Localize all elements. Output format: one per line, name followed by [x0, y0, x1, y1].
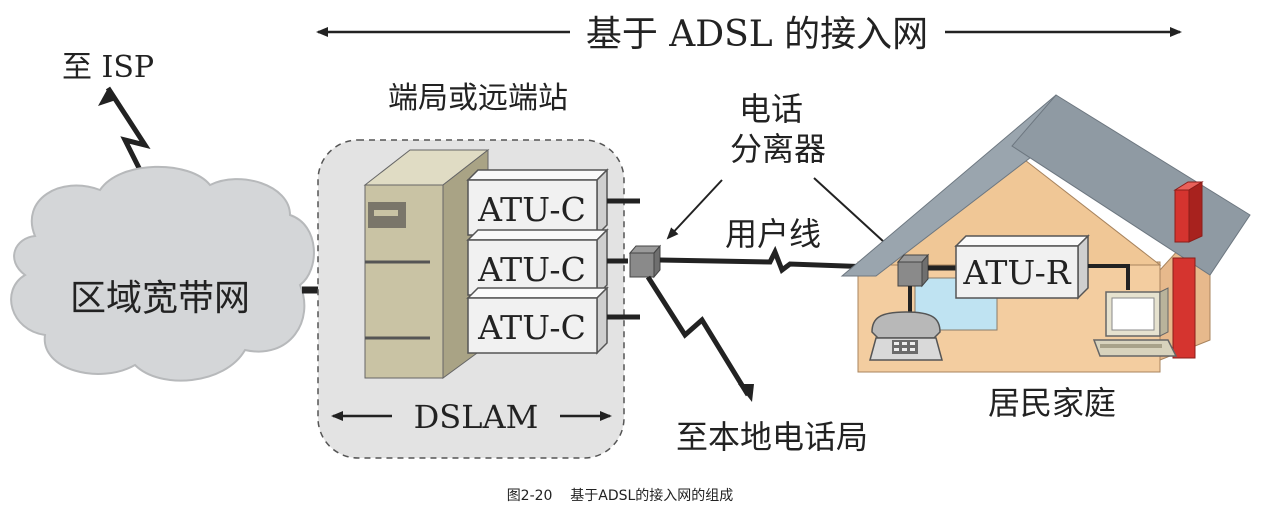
atu-r-label: ATU-R — [962, 253, 1071, 292]
figure-caption: 图2-20 基于ADSL的接入网的组成 — [507, 487, 734, 504]
local-exchange-lightning-link — [645, 275, 751, 397]
dslam-label: DSLAM — [414, 398, 539, 436]
atu-c-box-1 — [466, 168, 609, 237]
subscriber-line — [659, 245, 901, 274]
to-local-exchange-label: 至本地电话局 — [676, 418, 868, 456]
atu-c-label-2: ATU-C — [477, 250, 586, 289]
atu-c-output-stubs — [607, 198, 640, 320]
splitter-pointer-arrows — [666, 177, 898, 255]
atu-c-box-2 — [466, 228, 609, 297]
telephone-icon — [869, 311, 943, 361]
isp-lightning-link — [105, 86, 153, 192]
chimney — [1172, 181, 1204, 359]
computer-icon — [1092, 287, 1178, 357]
splitter-label-line1: 电话 — [739, 90, 803, 128]
subscriber-line-label: 用户线 — [725, 215, 821, 253]
atu-r-to-computer-link — [1088, 264, 1130, 290]
to-isp-label: 至 ISP — [62, 50, 154, 85]
atu-c-label-3: ATU-C — [477, 308, 586, 347]
central-office-label: 端局或远端站 — [388, 81, 568, 116]
diagram-title: 基于 ADSL 的接入网 — [586, 14, 928, 55]
home-label: 居民家庭 — [988, 384, 1116, 422]
home-splitter — [896, 253, 930, 288]
splitter-label-line2: 分离器 — [730, 130, 826, 168]
atu-r-box — [954, 234, 1090, 300]
atu-c-label-1: ATU-C — [477, 190, 586, 229]
co-splitter — [628, 244, 662, 279]
regional-network-cloud — [10, 165, 315, 382]
regional-network-label: 区域宽带网 — [70, 278, 250, 319]
atu-c-box-3 — [466, 286, 609, 355]
